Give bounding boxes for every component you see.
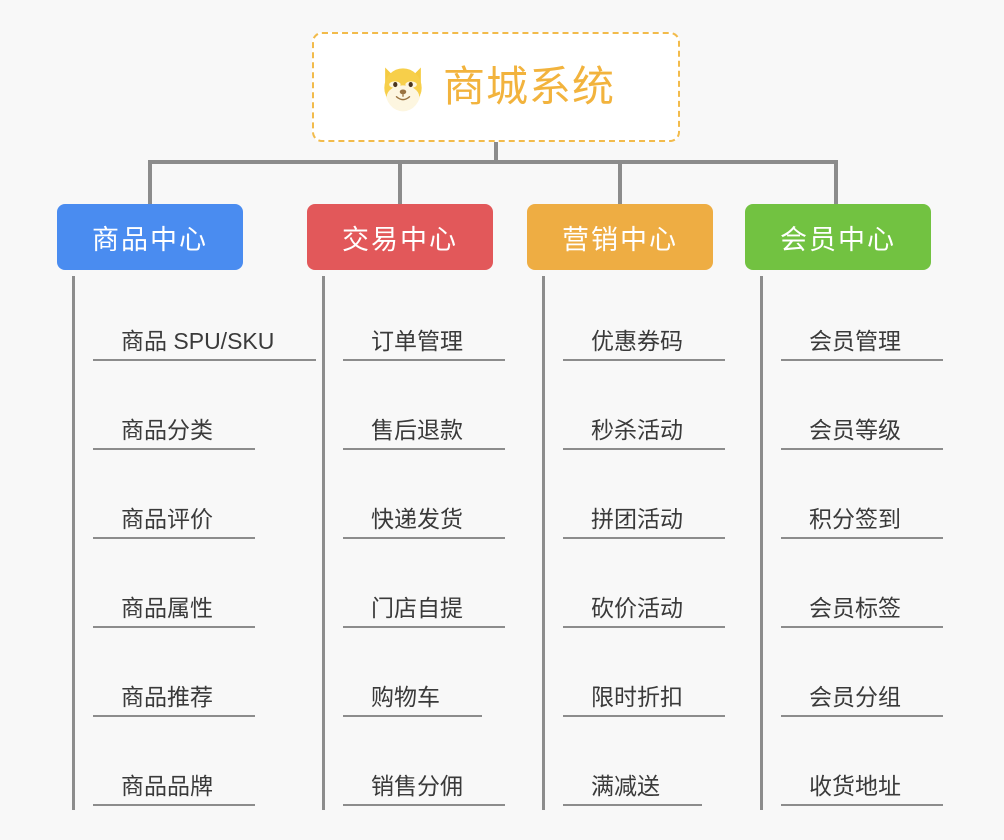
leaf-label: 售后退款 — [343, 417, 505, 450]
list-item[interactable]: 拼团活动 — [563, 454, 767, 543]
connector-horizontal-bus — [150, 160, 836, 164]
list-item[interactable]: 商品推荐 — [93, 632, 317, 721]
leaf-label: 商品 SPU/SKU — [93, 328, 317, 361]
category-header-trade[interactable]: 交易中心 — [307, 204, 493, 270]
category-column-product: 商品中心 商品 SPU/SKU 商品分类 商品评价 商品属性 商品推荐 商品品牌 — [57, 204, 317, 810]
connector-drop-3 — [618, 160, 622, 204]
connector-drop-4 — [834, 160, 838, 204]
category-header-member[interactable]: 会员中心 — [745, 204, 931, 270]
list-item[interactable]: 优惠券码 — [563, 276, 767, 365]
list-item[interactable]: 商品 SPU/SKU — [93, 276, 317, 365]
leaf-label: 拼团活动 — [563, 506, 725, 539]
root-node[interactable]: 商城系统 — [312, 32, 680, 142]
leaf-label: 优惠券码 — [563, 328, 725, 361]
leaf-label: 快递发货 — [343, 506, 505, 539]
connector-root-stem — [494, 142, 498, 164]
category-header-product[interactable]: 商品中心 — [57, 204, 243, 270]
root-title: 商城系统 — [442, 63, 615, 110]
list-item[interactable]: 收货地址 — [781, 721, 985, 810]
list-item[interactable]: 门店自提 — [343, 543, 547, 632]
leaf-label: 满减送 — [563, 773, 702, 806]
list-item[interactable]: 限时折扣 — [563, 632, 767, 721]
leaf-label: 商品推荐 — [93, 684, 255, 717]
leaf-label: 砍价活动 — [563, 595, 725, 628]
category-header-marketing[interactable]: 营销中心 — [527, 204, 713, 270]
list-item[interactable]: 售后退款 — [343, 365, 547, 454]
category-header-label: 商品中心 — [92, 224, 208, 255]
list-item[interactable]: 商品属性 — [93, 543, 317, 632]
leaf-label: 秒杀活动 — [563, 417, 725, 450]
leaf-label: 购物车 — [343, 684, 482, 717]
leaf-label: 会员等级 — [781, 417, 943, 450]
category-column-member: 会员中心 会员管理 会员等级 积分签到 会员标签 会员分组 收货地址 — [745, 204, 985, 810]
leaf-label: 商品评价 — [93, 506, 255, 539]
category-column-trade: 交易中心 订单管理 售后退款 快递发货 门店自提 购物车 销售分佣 — [307, 204, 547, 810]
list-item[interactable]: 销售分佣 — [343, 721, 547, 810]
leaf-label: 限时折扣 — [563, 684, 725, 717]
leaf-list-product: 商品 SPU/SKU 商品分类 商品评价 商品属性 商品推荐 商品品牌 — [72, 276, 317, 810]
list-item[interactable]: 秒杀活动 — [563, 365, 767, 454]
list-item[interactable]: 购物车 — [343, 632, 547, 721]
leaf-label: 门店自提 — [343, 595, 505, 628]
list-item[interactable]: 会员管理 — [781, 276, 985, 365]
list-item[interactable]: 会员标签 — [781, 543, 985, 632]
leaf-label: 销售分佣 — [343, 773, 505, 806]
list-item[interactable]: 商品分类 — [93, 365, 317, 454]
list-item[interactable]: 会员分组 — [781, 632, 985, 721]
leaf-label: 商品品牌 — [93, 773, 255, 806]
list-item[interactable]: 积分签到 — [781, 454, 985, 543]
leaf-label: 会员标签 — [781, 595, 943, 628]
connector-drop-1 — [148, 160, 152, 204]
leaf-label: 订单管理 — [343, 328, 505, 361]
leaf-list-trade: 订单管理 售后退款 快递发货 门店自提 购物车 销售分佣 — [322, 276, 547, 810]
leaf-label: 商品分类 — [93, 417, 255, 450]
category-column-marketing: 营销中心 优惠券码 秒杀活动 拼团活动 砍价活动 限时折扣 满减送 — [527, 204, 767, 810]
list-item[interactable]: 会员等级 — [781, 365, 985, 454]
list-item[interactable]: 快递发货 — [343, 454, 547, 543]
leaf-label: 收货地址 — [781, 773, 943, 806]
leaf-label: 会员分组 — [781, 684, 943, 717]
leaf-list-marketing: 优惠券码 秒杀活动 拼团活动 砍价活动 限时折扣 满减送 — [542, 276, 767, 810]
leaf-list-member: 会员管理 会员等级 积分签到 会员标签 会员分组 收货地址 — [760, 276, 985, 810]
list-item[interactable]: 商品评价 — [93, 454, 317, 543]
list-item[interactable]: 满减送 — [563, 721, 767, 810]
list-item[interactable]: 砍价活动 — [563, 543, 767, 632]
category-header-label: 交易中心 — [342, 224, 458, 255]
category-header-label: 营销中心 — [562, 224, 678, 255]
leaf-label: 商品属性 — [93, 595, 255, 628]
connector-drop-2 — [398, 160, 402, 204]
leaf-label: 会员管理 — [781, 328, 943, 361]
list-item[interactable]: 商品品牌 — [93, 721, 317, 810]
leaf-label: 积分签到 — [781, 506, 943, 539]
list-item[interactable]: 订单管理 — [343, 276, 547, 365]
category-header-label: 会员中心 — [780, 224, 896, 255]
shiba-dog-face-icon — [377, 61, 429, 113]
